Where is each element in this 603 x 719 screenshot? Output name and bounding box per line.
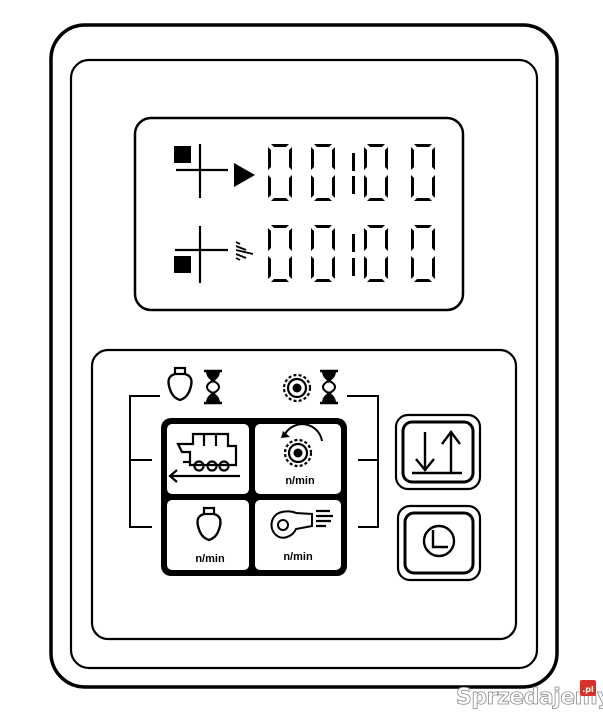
display-row-1: 0 [268, 144, 435, 201]
fan-icon [270, 509, 333, 539]
digit-separator [352, 234, 355, 252]
square-block-icon [174, 146, 191, 163]
display-row-2: 0 [268, 225, 435, 282]
harvester-icon [168, 432, 240, 483]
unit-label: n/min [285, 475, 315, 487]
unit-label: n/min [195, 553, 225, 565]
fan-speed-key[interactable]: n/min [255, 500, 341, 570]
watermark: Sprzedajemy .pl [456, 680, 603, 710]
digit-separator [352, 153, 355, 171]
crosshair-icon [175, 226, 228, 283]
engine-speed-key[interactable]: n/min [167, 500, 249, 570]
crosshair-icon [176, 144, 228, 198]
down-up-arrows-icon [412, 430, 462, 475]
square-block-icon [174, 256, 191, 273]
striped-arrow-icon [235, 241, 254, 261]
reset-counter-button[interactable] [394, 413, 482, 491]
clock-button[interactable] [396, 504, 482, 582]
right-bracket [347, 395, 379, 528]
drum-rotation-icon [281, 423, 323, 468]
left-bracket [129, 395, 160, 528]
digit-separator [352, 176, 355, 194]
digit-separator [352, 258, 355, 276]
drum-speed-key[interactable]: n/min [255, 423, 341, 494]
play-arrow-icon [234, 163, 255, 187]
watermark-badge [580, 680, 596, 696]
watermark-suffix: .pl [582, 685, 594, 694]
lcd-display [133, 116, 465, 312]
unit-label: n/min [283, 551, 313, 563]
watermark-text: Sprzedajemy [456, 685, 603, 710]
harvester-key[interactable] [167, 424, 249, 494]
clock-icon [422, 524, 456, 558]
